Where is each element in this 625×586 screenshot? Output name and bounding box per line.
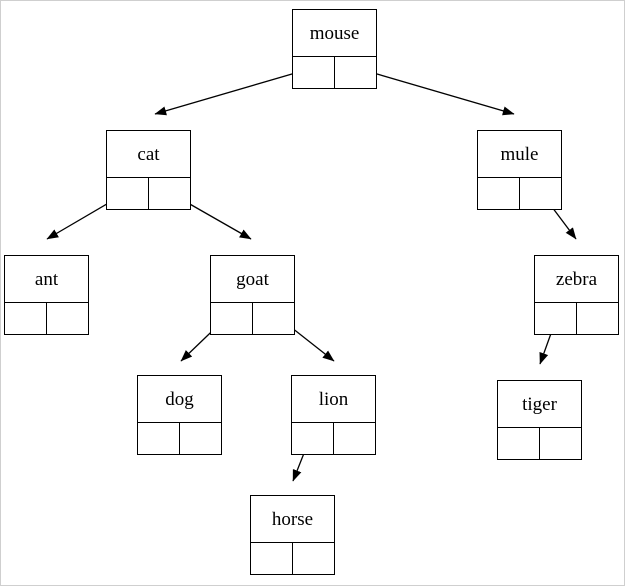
pointer-cell-left-mouse[interactable] [293, 57, 335, 88]
pointer-cell-right-lion[interactable] [334, 423, 376, 454]
pointer-cell-right-tiger[interactable] [540, 428, 582, 459]
node-label-mouse: mouse [293, 10, 376, 57]
node-label-mule: mule [478, 131, 561, 178]
node-label-cat: cat [107, 131, 190, 178]
tree-node-zebra[interactable]: zebra [534, 255, 619, 335]
pointer-cell-left-mule[interactable] [478, 178, 520, 209]
node-pointers-zebra [535, 303, 618, 334]
node-pointers-tiger [498, 428, 581, 459]
pointer-cell-right-zebra[interactable] [577, 303, 619, 334]
pointer-cell-left-dog[interactable] [138, 423, 180, 454]
pointer-cell-left-goat[interactable] [211, 303, 253, 334]
tree-node-ant[interactable]: ant [4, 255, 89, 335]
node-pointers-cat [107, 178, 190, 209]
node-label-ant: ant [5, 256, 88, 303]
node-pointers-dog [138, 423, 221, 454]
tree-node-lion[interactable]: lion [291, 375, 376, 455]
pointer-cell-left-zebra[interactable] [535, 303, 577, 334]
pointer-cell-right-horse[interactable] [293, 543, 335, 574]
node-label-lion: lion [292, 376, 375, 423]
tree-edge-mouse-right-to-mule [352, 66, 515, 116]
node-pointers-mule [478, 178, 561, 209]
node-pointers-lion [292, 423, 375, 454]
pointer-cell-right-mouse[interactable] [335, 57, 377, 88]
pointer-cell-left-ant[interactable] [5, 303, 47, 334]
pointer-cell-right-mule[interactable] [520, 178, 562, 209]
pointer-cell-right-dog[interactable] [180, 423, 222, 454]
tree-node-cat[interactable]: cat [106, 130, 191, 210]
tree-node-horse[interactable]: horse [250, 495, 335, 575]
pointer-cell-right-goat[interactable] [253, 303, 295, 334]
node-pointers-horse [251, 543, 334, 574]
node-pointers-mouse [293, 57, 376, 88]
pointer-cell-left-tiger[interactable] [498, 428, 540, 459]
tree-node-dog[interactable]: dog [137, 375, 222, 455]
pointer-cell-right-ant[interactable] [47, 303, 89, 334]
node-label-tiger: tiger [498, 381, 581, 428]
pointer-cell-right-cat[interactable] [149, 178, 191, 209]
node-label-horse: horse [251, 496, 334, 543]
node-label-goat: goat [211, 256, 294, 303]
node-pointers-goat [211, 303, 294, 334]
pointer-cell-left-lion[interactable] [292, 423, 334, 454]
pointer-cell-left-horse[interactable] [251, 543, 293, 574]
tree-node-mouse[interactable]: mouse [292, 9, 377, 89]
pointer-cell-left-cat[interactable] [107, 178, 149, 209]
tree-node-mule[interactable]: mule [477, 130, 562, 210]
node-label-zebra: zebra [535, 256, 618, 303]
node-pointers-ant [5, 303, 88, 334]
tree-node-goat[interactable]: goat [210, 255, 295, 335]
tree-node-tiger[interactable]: tiger [497, 380, 582, 460]
node-label-dog: dog [138, 376, 221, 423]
